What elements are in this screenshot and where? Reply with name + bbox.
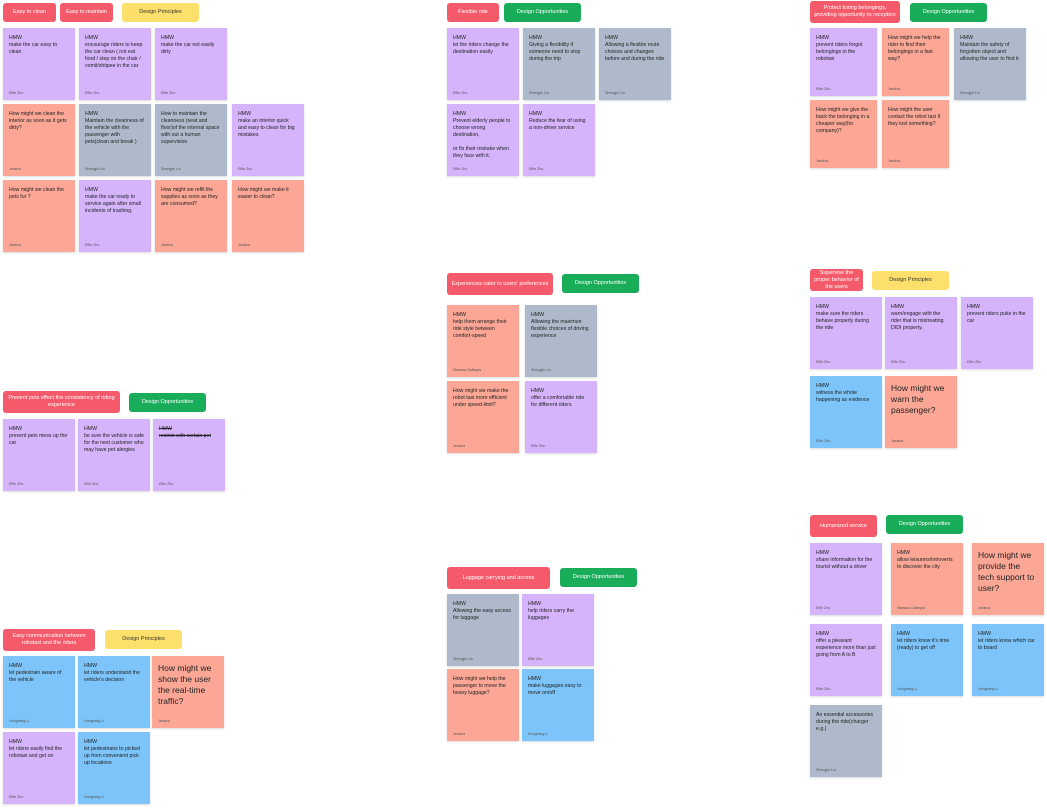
sticky-note[interactable]: HMW Prevent elderly people to choose wro…	[447, 104, 519, 176]
sticky-note[interactable]: HMW offer a comfortable ride for differe…	[525, 381, 597, 453]
cluster-label-prevent-pets[interactable]: Prevent pets effect the consistency of r…	[3, 391, 120, 413]
design-opportunities-tag[interactable]: Design Opportunities	[504, 3, 581, 22]
cluster-label-flexible-ride[interactable]: Flexible ride	[447, 3, 499, 22]
sticky-note[interactable]: HMW Maintain the cleanness of the vehicl…	[79, 104, 151, 176]
cluster-label-protect-belongings[interactable]: Protect losing belongings, providing opp…	[810, 1, 900, 23]
sticky-note[interactable]: HMW make sure the riders behave properly…	[810, 297, 882, 369]
sticky-note[interactable]: How might we make it easier to clean?Jes…	[232, 180, 304, 252]
sticky-note[interactable]: HMW let the riders change the destinatio…	[447, 28, 519, 100]
cluster-label-easy-communication[interactable]: Easy communication between robotaxi and …	[3, 629, 95, 651]
sticky-note[interactable]: How might we help the passenger to move …	[447, 669, 519, 741]
sticky-note[interactable]: An essential accessories during the ride…	[810, 705, 882, 777]
sticky-note[interactable]: HMW make an interior quick and easy to c…	[232, 104, 304, 176]
cluster-label-easy-to-clean[interactable]: Easy to clean	[3, 3, 56, 22]
design-principles-tag[interactable]: Design Principles	[105, 630, 182, 649]
sticky-note[interactable]: HMW Maintain the safety of forgotten obj…	[954, 28, 1026, 100]
design-opportunities-tag[interactable]: Design Opportunities	[562, 274, 639, 293]
sticky-note[interactable]: How might we clean the pets fur ?Jessica	[3, 180, 75, 252]
sticky-note[interactable]: HMW be sure the vehicle is safe for the …	[78, 419, 150, 491]
sticky-note[interactable]: HMW Allowing the maximun flexible choice…	[525, 305, 597, 377]
sticky-note[interactable]: HMW Allowing a flexible route choices an…	[599, 28, 671, 100]
design-principles-tag[interactable]: Design Principles	[122, 3, 199, 22]
sticky-note[interactable]: HMW Reduce the fear of using a non-drive…	[523, 104, 595, 176]
sticky-note[interactable]: HMW Allowing the easy access for luggage…	[447, 594, 519, 666]
sticky-note[interactable]: HMW share information for the tourist wi…	[810, 543, 882, 615]
design-opportunities-tag[interactable]: Design Opportunities	[129, 393, 206, 412]
sticky-note[interactable]: HMW help them arrange their ride style b…	[447, 305, 519, 377]
sticky-note[interactable]: How might we warn the passenger?Jessica	[885, 376, 957, 448]
cluster-label-easy-to-maintain[interactable]: Easy to maintain	[60, 3, 113, 22]
design-principles-tag[interactable]: Design Principles	[872, 271, 949, 290]
sticky-note[interactable]: HMW make the car ready to service again …	[79, 180, 151, 252]
design-opportunities-tag[interactable]: Design Opportunities	[910, 3, 987, 22]
sticky-note[interactable]: HMW witness the whole happening as evide…	[810, 376, 882, 448]
cluster-label-user-preferences[interactable]: Experiences cater to users' preferences	[447, 273, 553, 295]
sticky-note[interactable]: How might we make the robot taxi more ef…	[447, 381, 519, 453]
sticky-note[interactable]: HMW warn/engage with the rider that is m…	[885, 297, 957, 369]
sticky-note[interactable]: How might we give the back the belonging…	[810, 100, 877, 168]
sticky-note[interactable]: HMW Giving a flexibility if someone need…	[523, 28, 595, 100]
sticky-note[interactable]: HMW let pedestrians to picked up from co…	[78, 732, 150, 804]
sticky-note[interactable]: How might we help the rider to find thei…	[882, 28, 949, 96]
sticky-note[interactable]: HMW offer a pleasant experience more tha…	[810, 624, 882, 696]
design-opportunities-tag[interactable]: Design Opportunities	[886, 515, 963, 534]
sticky-note[interactable]: HMW let riders easily find the robotaxi …	[3, 732, 75, 804]
sticky-note[interactable]: How might the user contact the robot tax…	[882, 100, 949, 168]
sticky-note[interactable]: How might we show the user the real-time…	[152, 656, 224, 728]
cluster-label-humanized-service[interactable]: Humanized service	[810, 515, 877, 537]
design-opportunities-tag[interactable]: Design Opportunities	[560, 568, 637, 587]
sticky-note[interactable]: HMW let riders understand the vehicle's …	[78, 656, 150, 728]
sticky-note[interactable]: How might we clean the interior as soon …	[3, 104, 75, 176]
sticky-note[interactable]: HMW prevent riders forgot belongings in …	[810, 28, 877, 96]
cluster-label-supervise-behavior[interactable]: Supervise the proper behavior of the use…	[810, 269, 863, 291]
sticky-note[interactable]: HMW allow leisurers/introverts to discov…	[891, 543, 963, 615]
sticky-note[interactable]: HMW let riders know it's time (ready) to…	[891, 624, 963, 696]
sticky-note[interactable]: How to maintain the cleanness (seat and …	[155, 104, 227, 176]
sticky-note[interactable]: How might we provide the tech support to…	[972, 543, 1044, 615]
sticky-note[interactable]: HMW encourage riders to keep the car cle…	[79, 28, 151, 100]
cluster-label-luggage[interactable]: Luggage carrying and access	[447, 567, 550, 589]
sticky-note[interactable]: How might we refill the supplies as soon…	[155, 180, 227, 252]
